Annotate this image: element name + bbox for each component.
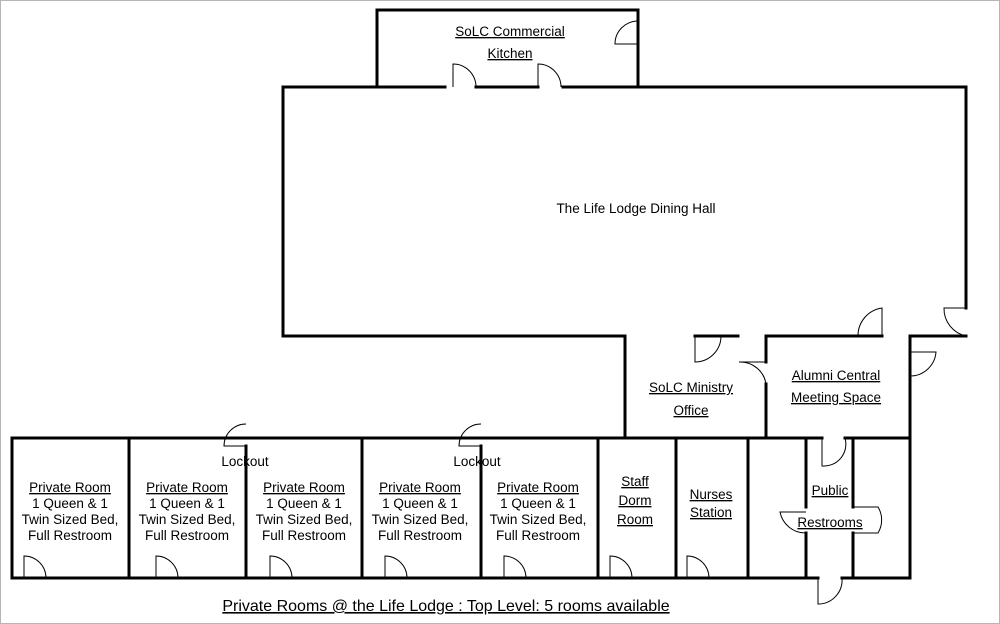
dining-hall-label: The Life Lodge Dining Hall bbox=[556, 201, 715, 216]
private-room-4-line2: Twin Sized Bed, bbox=[372, 512, 469, 527]
private-room-3-line2: Twin Sized Bed, bbox=[256, 512, 353, 527]
private-room-1-line1: 1 Queen & 1 bbox=[32, 496, 108, 511]
private-room-1-title: Private Room bbox=[29, 480, 111, 495]
restroom-south-door bbox=[817, 577, 843, 605]
dining-exit-door bbox=[943, 307, 967, 337]
ministry-office-label-line1: SoLC Ministry bbox=[649, 380, 733, 395]
ministry-office-label-line2: Office bbox=[673, 403, 708, 418]
staff-dorm-line1: Staff bbox=[621, 474, 649, 489]
kitchen-label-line1: SoLC Commercial bbox=[455, 24, 565, 39]
nurses-line2: Station bbox=[690, 505, 732, 520]
wing-partitions bbox=[127, 436, 855, 580]
private-room-3-line1: 1 Queen & 1 bbox=[266, 496, 342, 511]
private-room-2-line2: Twin Sized Bed, bbox=[139, 512, 236, 527]
private-room-5-line3: Full Restroom bbox=[496, 528, 580, 543]
private-room-5-title: Private Room bbox=[497, 480, 579, 495]
private-room-1-line2: Twin Sized Bed, bbox=[22, 512, 119, 527]
alumni-label-line2: Meeting Space bbox=[791, 390, 881, 405]
lockout-label-left: Lockout bbox=[221, 454, 269, 469]
kitchen-door-right bbox=[537, 63, 562, 88]
doors bbox=[23, 20, 967, 605]
private-room-5-line2: Twin Sized Bed, bbox=[490, 512, 587, 527]
restrooms-line2: Restrooms bbox=[797, 515, 863, 530]
nurses-door bbox=[686, 555, 710, 579]
lockout-door-right bbox=[458, 423, 482, 447]
room2-door bbox=[155, 555, 179, 579]
room4-door bbox=[384, 555, 408, 579]
staff-dorm-line3: Room bbox=[617, 512, 653, 527]
kitchen-label-line2: Kitchen bbox=[487, 46, 532, 61]
private-room-4-line1: 1 Queen & 1 bbox=[382, 496, 458, 511]
staff-dorm-door bbox=[609, 555, 633, 579]
dining-hall-walls bbox=[281, 85, 968, 440]
kitchen-walls bbox=[375, 8, 640, 89]
alumni-dining-door bbox=[857, 307, 883, 337]
walls bbox=[10, 8, 968, 580]
plan-caption: Private Rooms @ the Life Lodge : Top Lev… bbox=[222, 598, 669, 615]
restrooms-line1: Public bbox=[812, 483, 849, 498]
lockout-label-right: Lockout bbox=[453, 454, 501, 469]
private-room-2-line1: 1 Queen & 1 bbox=[149, 496, 225, 511]
restroom-right-door bbox=[853, 506, 883, 534]
private-room-3-line3: Full Restroom bbox=[262, 528, 346, 543]
nurses-line1: Nurses bbox=[690, 487, 733, 502]
private-room-4-line3: Full Restroom bbox=[378, 528, 462, 543]
private-room-5-line1: 1 Queen & 1 bbox=[500, 496, 576, 511]
room1-door bbox=[23, 555, 47, 579]
private-room-1-line3: Full Restroom bbox=[28, 528, 112, 543]
restroom-left-door bbox=[779, 511, 807, 534]
private-room-3-title: Private Room bbox=[263, 480, 345, 495]
room3-door bbox=[269, 555, 293, 579]
alumni-exit-door bbox=[909, 351, 937, 377]
ministry-dining-door bbox=[694, 335, 722, 363]
alumni-label-line1: Alumni Central bbox=[792, 368, 881, 383]
ministry-alumni-door bbox=[738, 361, 767, 385]
wing-outer-walls bbox=[10, 436, 912, 580]
kitchen-side-door bbox=[614, 20, 639, 45]
restroom-north-door bbox=[821, 437, 847, 467]
room-labels: SoLC Commercial Kitchen The Life Lodge D… bbox=[22, 24, 881, 615]
private-room-2-title: Private Room bbox=[146, 480, 228, 495]
private-room-2-line3: Full Restroom bbox=[145, 528, 229, 543]
private-room-4-title: Private Room bbox=[379, 480, 461, 495]
staff-dorm-line2: Dorm bbox=[619, 493, 652, 508]
lockout-door-left bbox=[223, 423, 247, 447]
room5-door bbox=[503, 555, 527, 579]
kitchen-door-left bbox=[452, 63, 477, 88]
